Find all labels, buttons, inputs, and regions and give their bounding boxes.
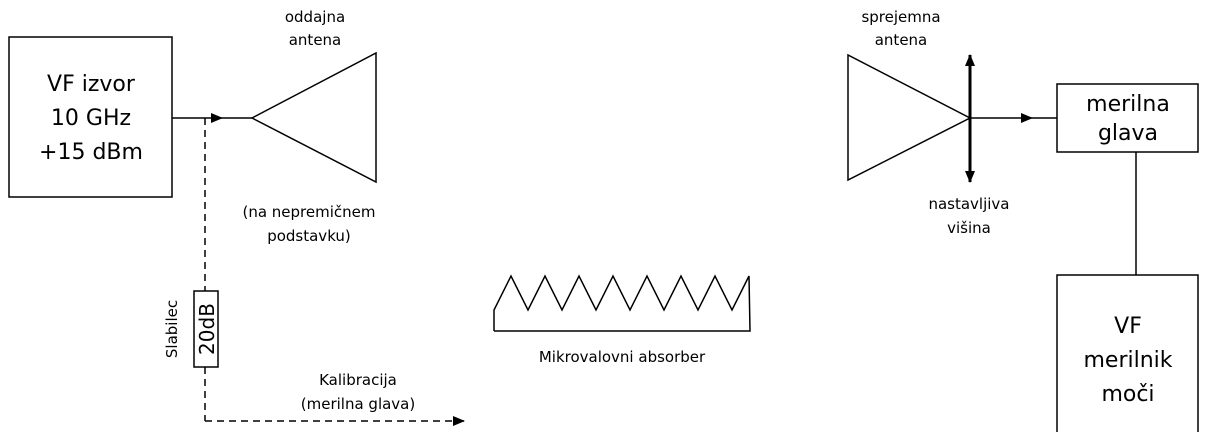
power-meter-box xyxy=(1056,274,1199,432)
tx-mount-label-2: podstavku) xyxy=(267,227,351,245)
rf-source-block: VF izvor 10 GHz +15 dBm xyxy=(8,36,173,198)
calibration-label-2: (merilna glava) xyxy=(301,395,415,413)
rf-source-label-1: VF izvor xyxy=(47,72,136,97)
rf-source-box xyxy=(8,36,173,198)
rf-source-label-2: 10 GHz xyxy=(51,106,131,131)
attenuator-value: 20dB xyxy=(195,303,219,355)
power-meter-label-1: VF xyxy=(1114,314,1142,339)
power-head-box xyxy=(1056,83,1199,153)
receive-antenna-icon xyxy=(847,53,972,182)
tx-mount-label-1: (na nepremičnem xyxy=(242,203,375,221)
attenuator-box xyxy=(193,290,219,368)
power-head-label-1: merilna xyxy=(1086,92,1170,117)
microwave-absorber-icon xyxy=(493,274,751,332)
attenuator-name: Slabilec xyxy=(163,300,181,358)
height-adjust-label-1: nastavljiva xyxy=(928,195,1009,213)
power-meter-label-2: merilnik xyxy=(1083,348,1172,373)
power-meter-label-3: moči xyxy=(1101,382,1154,407)
rx-antenna-label-2: antena xyxy=(875,31,928,49)
rf-source-label-3: +15 dBm xyxy=(39,140,143,165)
transmit-antenna-icon xyxy=(250,51,377,184)
absorber-label: Mikrovalovni absorber xyxy=(539,348,706,366)
power-head-label-2: glava xyxy=(1098,121,1158,146)
power-meter-block: VF merilnik moči xyxy=(1056,274,1199,432)
tx-antenna-label-1: oddajna xyxy=(285,8,345,26)
tx-antenna-label-2: antena xyxy=(289,31,342,49)
rx-antenna-label-1: sprejemna xyxy=(861,8,940,26)
height-adjust-label-2: višina xyxy=(947,219,991,237)
power-head-block: merilna glava xyxy=(1056,83,1199,153)
calibration-label-1: Kalibracija xyxy=(319,371,397,389)
